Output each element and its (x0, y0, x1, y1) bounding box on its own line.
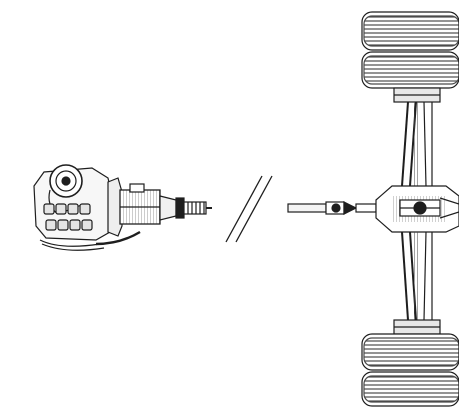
shaft-break-lines (225, 175, 273, 243)
tyre-top-outer (361, 11, 459, 51)
propeller-shaft-stub (287, 201, 377, 215)
engine-gearbox-unit (33, 164, 212, 251)
tyre-bottom-inner (361, 333, 459, 371)
tyre-bottom-outer (361, 371, 459, 407)
differential-housing (375, 185, 459, 233)
rear-axle-assembly (361, 11, 459, 407)
tyre-top-inner (361, 51, 459, 89)
